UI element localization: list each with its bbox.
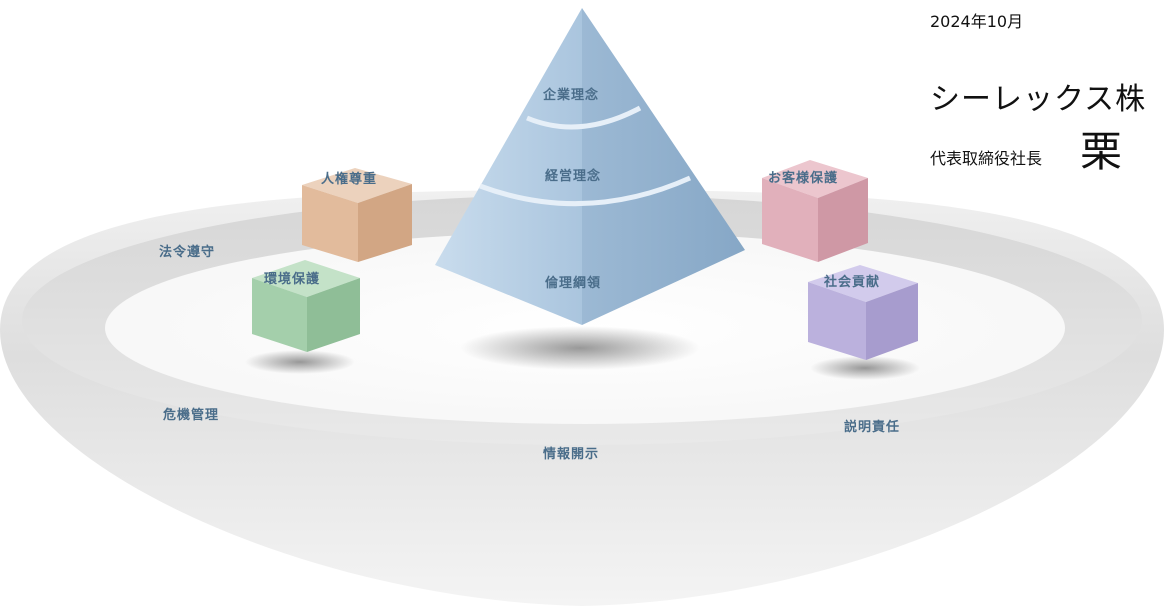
representative-name: 栗 (1080, 118, 1122, 179)
issue-date: 2024年10月 (930, 8, 1023, 32)
ring-label-accountability: 説明責任 (844, 416, 900, 435)
cube-label-social: 社会貢献 (824, 271, 880, 290)
ring-label-risk-management: 危機管理 (163, 404, 219, 423)
cube-label-environment: 環境保護 (264, 268, 320, 287)
pyramid-shadow (460, 326, 700, 370)
cube-label-customer: お客様保護 (768, 167, 838, 186)
representative-title: 代表取締役社長 (930, 145, 1042, 169)
pyramid-level-management-philosophy: 経営理念 (545, 165, 601, 184)
ring-label-disclosure: 情報開示 (543, 443, 599, 462)
pyramid-level-code-of-ethics: 倫理綱領 (545, 272, 601, 291)
cube-shadow-environment (245, 350, 355, 374)
ring-label-compliance: 法令遵守 (159, 241, 215, 260)
company-name: シーレックス株 (930, 74, 1146, 118)
pyramid-level-corporate-philosophy: 企業理念 (543, 84, 599, 103)
cube-label-human-rights: 人権尊重 (321, 168, 377, 187)
